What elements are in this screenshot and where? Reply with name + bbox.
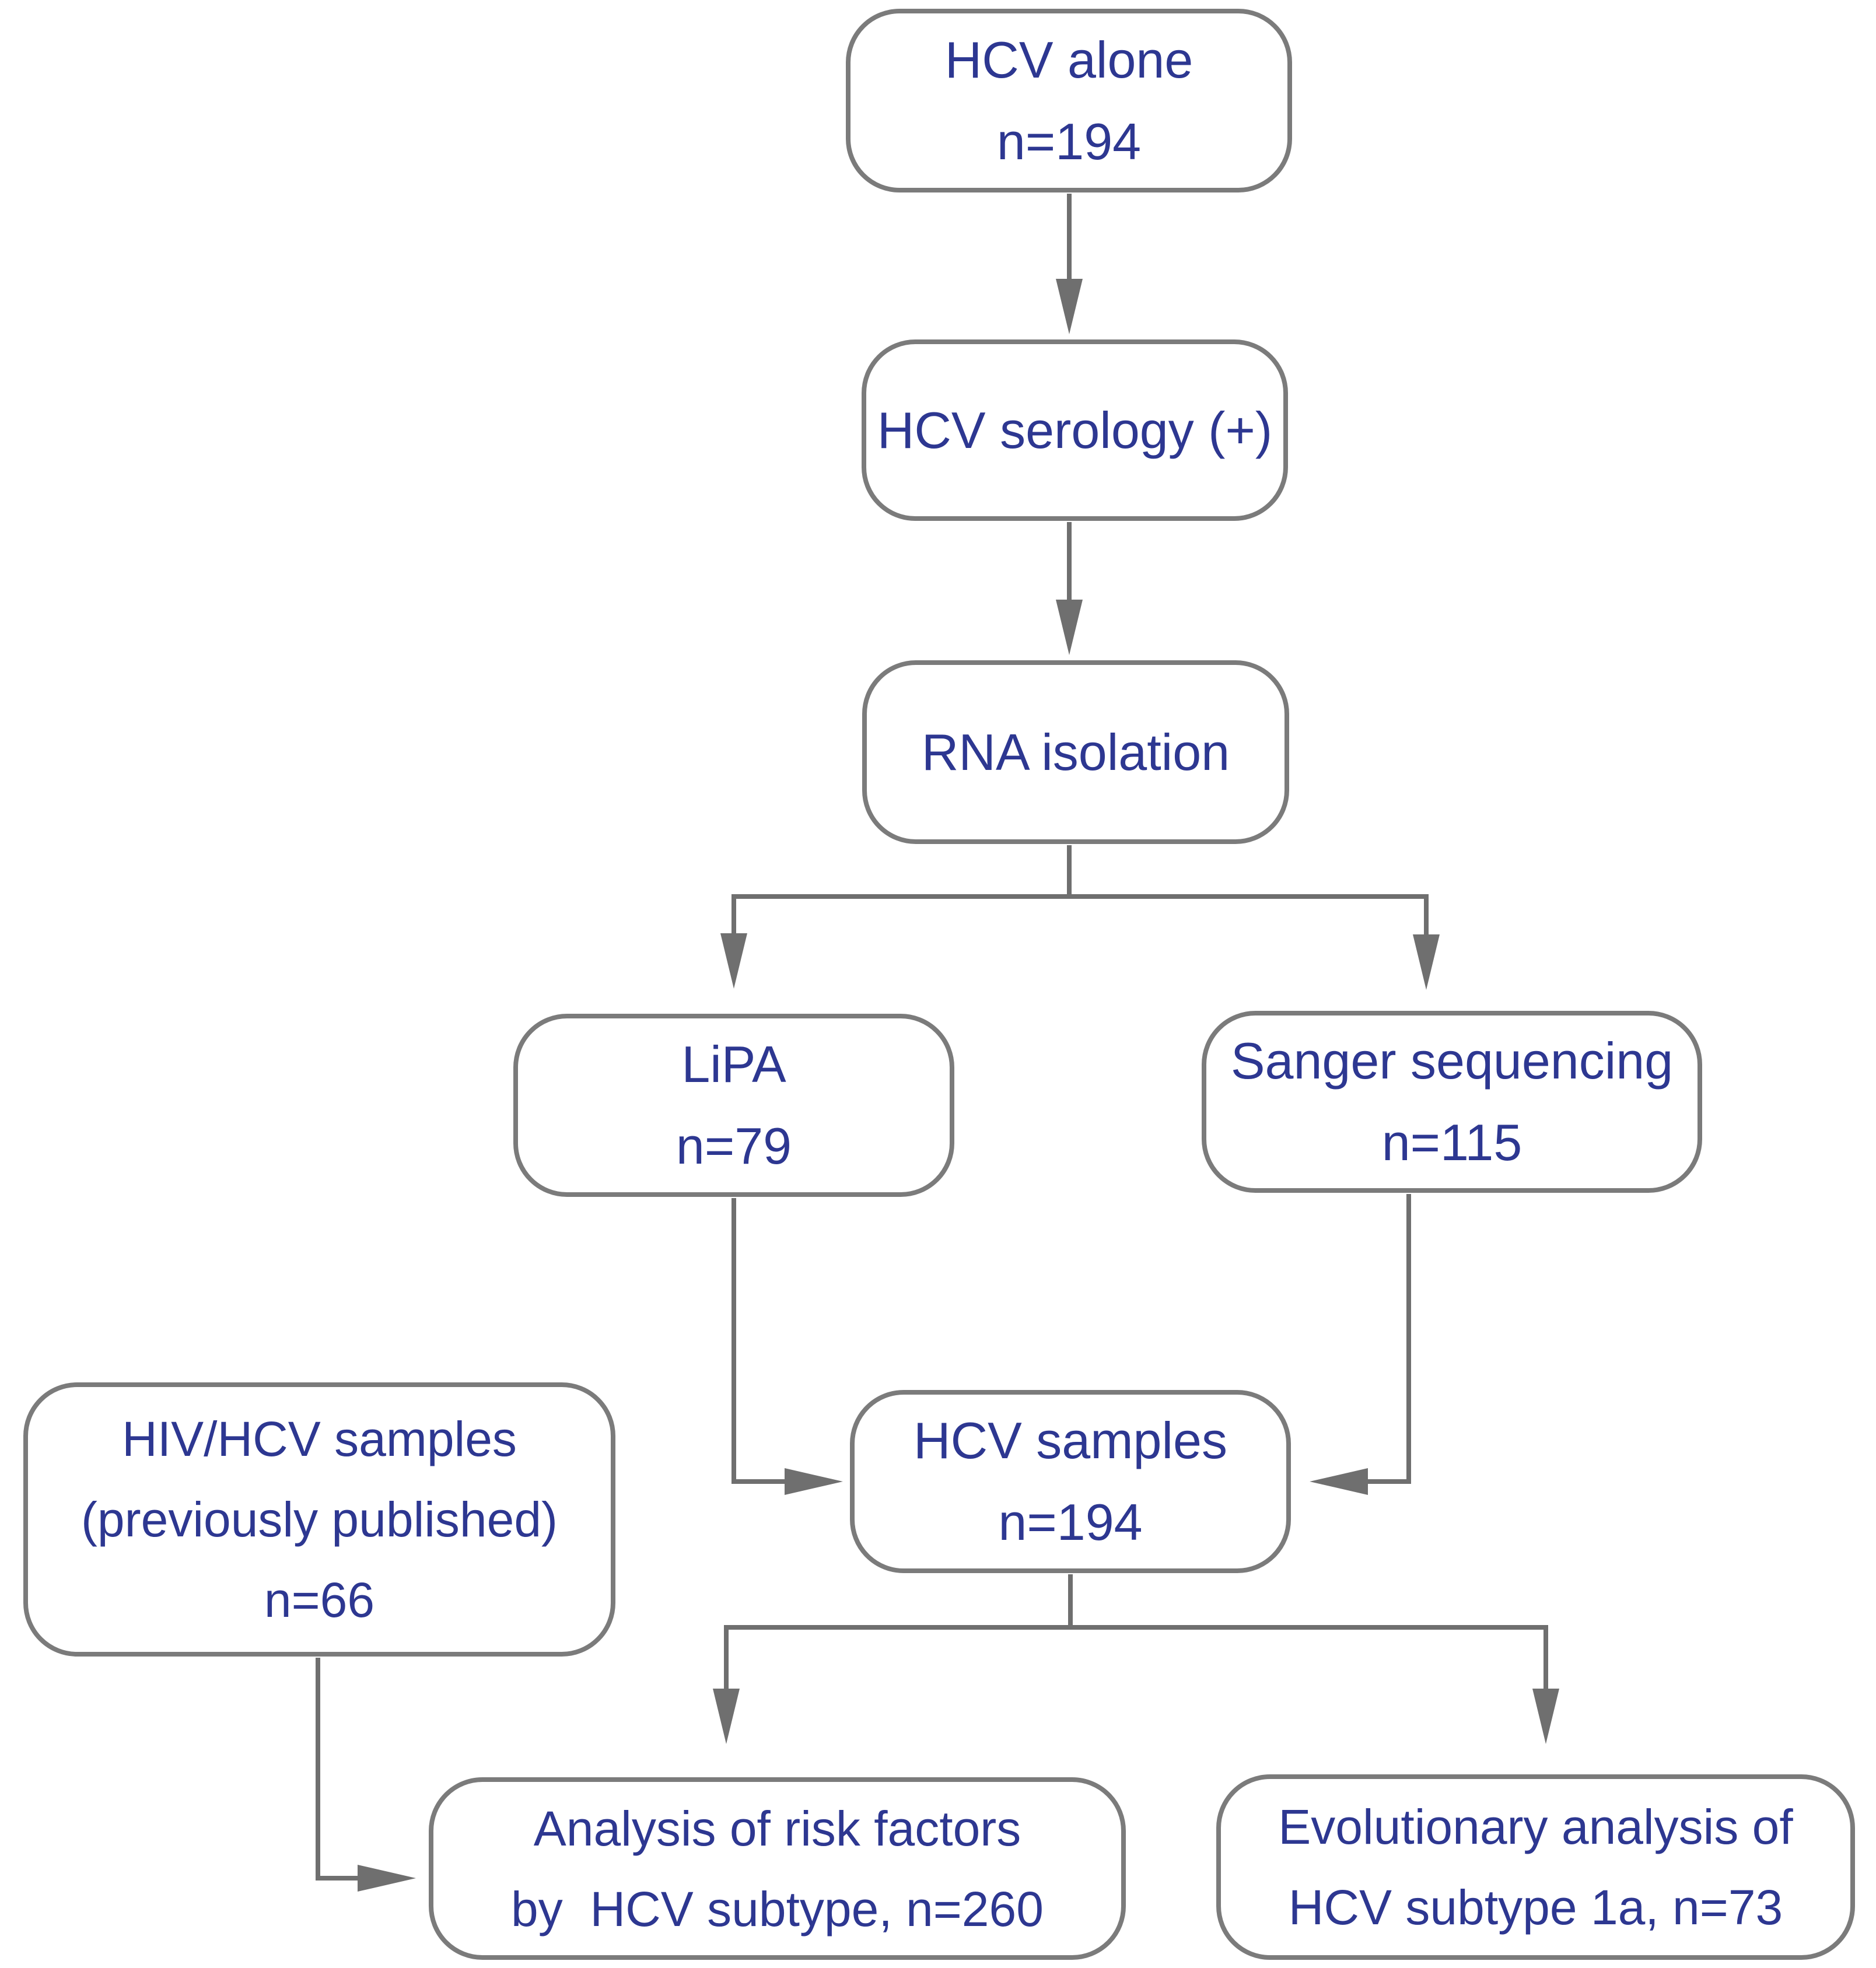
edge-arrowhead [713,1689,740,1744]
node-label: Sanger sequencing [1230,1032,1674,1090]
edge-line [732,1198,785,1484]
edge-arrowhead [1413,934,1440,990]
node-count: n=194 [998,1493,1143,1551]
edge-rna-isolation-split [720,845,1440,990]
node-count: n=194 [996,112,1142,170]
node-hcv-alone: HCV alone n=194 [846,9,1292,192]
edge-line [732,894,1429,934]
edge-arrowhead [1056,279,1083,334]
node-rna-isolation: RNA isolation [862,660,1289,844]
node-count: n=66 [264,1573,375,1627]
node-hcv-serology: HCV serology (+) [862,339,1288,521]
node-label: HCV alone [944,30,1194,89]
node-sublabel: HCV subtype 1a, n=73 [1288,1880,1783,1935]
edge-hcv-alone-to-hcv-serology [1056,194,1083,334]
node-label: Evolutionary analysis of [1278,1799,1793,1854]
node-label: HCV samples [914,1412,1227,1469]
edge-hcv-samples-split [713,1574,1559,1744]
node-label: RNA isolation [921,723,1230,781]
node-sublabel: by HCV subtype, n=260 [511,1881,1044,1937]
node-hiv-hcv-samples: HIV/HCV samples (previously published) n… [23,1382,615,1657]
edge-arrowhead [785,1468,843,1495]
node-evolutionary-analysis: Evolutionary analysis of HCV subtype 1a,… [1216,1774,1855,1960]
edge-line [1368,1194,1411,1484]
node-label: HCV serology (+) [877,401,1273,459]
edge-line [724,1625,1548,1689]
node-label: LiPA [681,1035,786,1093]
node-count: n=79 [676,1117,792,1175]
edge-arrowhead [1310,1468,1368,1495]
node-risk-factor-analysis: Analysis of risk factors by HCV subtype,… [429,1777,1126,1960]
node-label: Analysis of risk factors [533,1801,1021,1856]
edge-hivhcv-to-risk-analysis [316,1658,416,1892]
edge-hcv-serology-to-rna-isolation [1056,522,1083,655]
edge-line [316,1658,358,1881]
node-hcv-samples: HCV samples n=194 [850,1390,1291,1573]
edge-arrowhead [1056,600,1083,655]
node-label: HIV/HCV samples [122,1412,517,1466]
node-count: n=115 [1381,1113,1522,1171]
node-sanger-sequencing: Sanger sequencing n=115 [1202,1011,1702,1193]
node-lipa: LiPA n=79 [513,1014,954,1197]
edge-arrowhead [1532,1689,1559,1744]
edge-sanger-to-hcv-samples [1310,1194,1411,1495]
edge-arrowhead [358,1865,416,1892]
node-sublabel: (previously published) [80,1492,558,1547]
edge-lipa-to-hcv-samples [732,1198,843,1495]
edge-arrowhead [720,933,747,989]
